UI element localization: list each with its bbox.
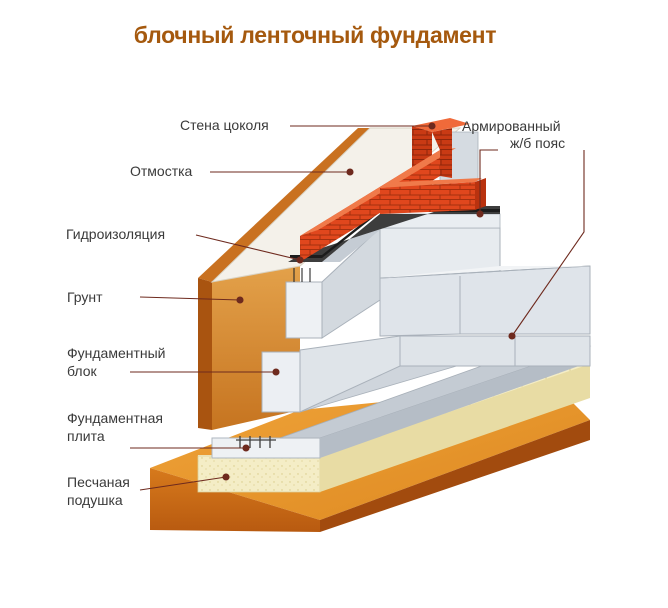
diagram-title: блочный ленточный фундамент — [133, 22, 497, 48]
slab-rebar — [236, 436, 276, 448]
block-upper-front — [285, 281, 323, 339]
ground-front-face — [150, 468, 320, 532]
label-waterproofing: Гидроизоляция — [66, 226, 166, 242]
soil-back-top — [198, 128, 370, 282]
label-slab-line2: плита — [67, 428, 105, 444]
soil-cut-face — [198, 278, 212, 430]
brick-wall-end — [432, 128, 452, 178]
block-lower-front — [261, 351, 301, 413]
ground-front-face-right — [320, 420, 590, 532]
brick-wall-step — [380, 182, 475, 214]
leader-lines — [130, 122, 585, 491]
label-soil: Грунт — [67, 289, 103, 305]
belt-rebar — [293, 268, 311, 282]
label-sand-line2: подушка — [67, 492, 123, 508]
brick-back-top — [412, 118, 470, 132]
block-row2-top — [380, 266, 590, 278]
label-slab-line1: Фундаментная — [67, 410, 163, 426]
label-blind-area: Отмостка — [130, 163, 193, 179]
sand-cushion-front — [197, 455, 321, 493]
label-block-line1: Фундаментный — [67, 345, 166, 361]
brick-wall-top — [300, 148, 456, 236]
sand-cushion-side — [320, 364, 590, 492]
label-reinforced-belt-line2: ж/б пояс — [510, 135, 566, 151]
label-sand-line1: Песчаная — [67, 474, 130, 490]
label-reinforced-belt-line1: Армированный — [462, 118, 561, 134]
slab-right-face — [320, 346, 590, 458]
label-wall: Стена цоколя — [180, 117, 269, 133]
label-block-line2: блок — [67, 363, 97, 379]
brick-wall-step-top — [380, 178, 482, 188]
blind-area-surface — [210, 127, 462, 283]
